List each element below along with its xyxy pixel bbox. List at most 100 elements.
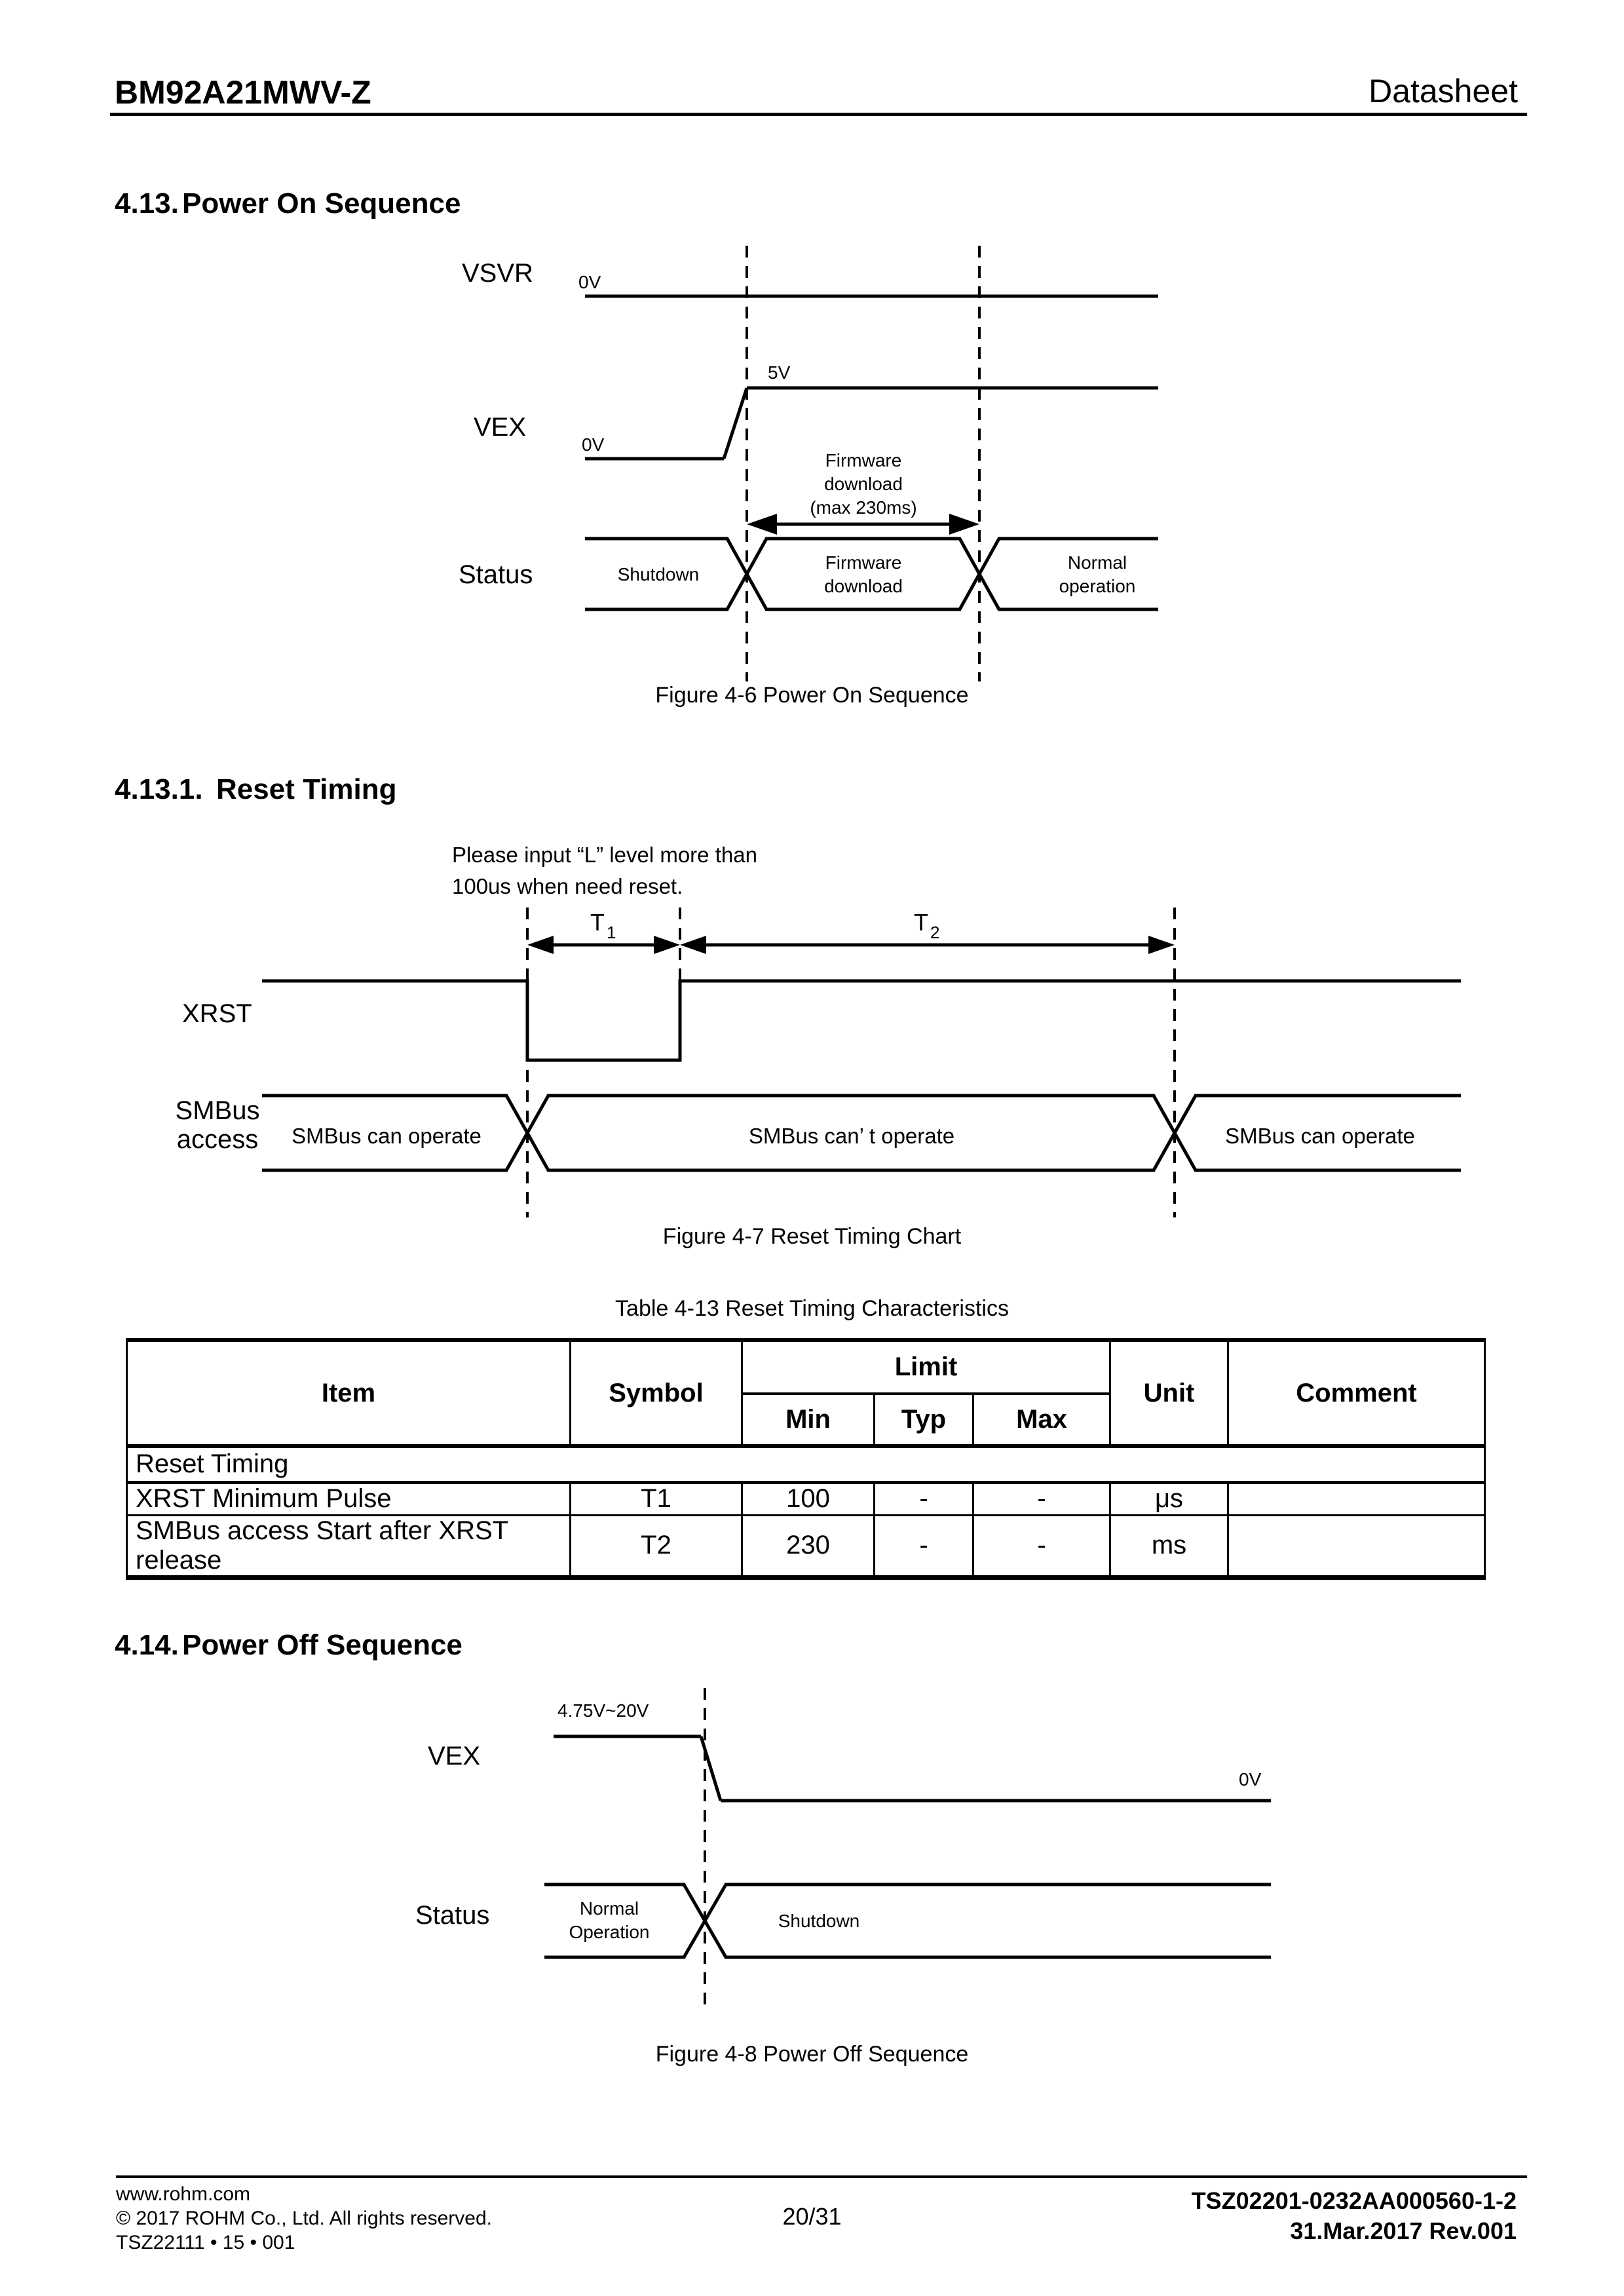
status-bus-line-b [544, 1883, 1271, 1959]
column-header-min: Min [741, 1392, 875, 1448]
smbus-bus-line-a [262, 1094, 1461, 1172]
smbus-segment-right: SMBus can operate [1225, 1124, 1415, 1148]
firmware-download-note-line2: download [824, 474, 903, 494]
cell-min: 100 [741, 1481, 875, 1516]
footer-copyright: © 2017 ROHM Co., Ltd. All rights reserve… [116, 2208, 492, 2229]
cell-symbol: T2 [569, 1514, 743, 1580]
column-header-typ: Typ [873, 1392, 974, 1448]
t1-subscript: 1 [607, 923, 616, 942]
vex-fall-line [699, 1736, 723, 1801]
firmware-download-note-line3: (max 230ms) [810, 497, 916, 518]
table-section-label: Reset Timing [125, 1445, 1486, 1484]
cell-symbol: T1 [569, 1481, 743, 1516]
footer-code: TSZ22111 • 15 • 001 [116, 2232, 295, 2253]
vex-0v-label: 0V [582, 434, 605, 455]
reset-note-line1: Please input “L” level more than [452, 843, 757, 867]
cell-item: XRST Minimum Pulse [126, 1481, 571, 1516]
figure-power-on-sequence: VSVR 0V 5V VEX 0V Firmware download (max… [459, 246, 1158, 681]
status-segment-normal-line1: Normal [1068, 552, 1127, 573]
arrowhead-left-icon [527, 936, 554, 954]
column-header-symbol: Symbol [569, 1338, 743, 1448]
figure-power-off-sequence: 4.75V~20V 0V VEX Status Normal Operation… [415, 1688, 1271, 2008]
document-type-label: Datasheet [1369, 73, 1518, 109]
cell-max: - [972, 1514, 1112, 1580]
arrowhead-right-icon [949, 514, 979, 535]
footer-rule [116, 2175, 1527, 2178]
reset-note: Please input “L” level more than 100us w… [452, 839, 757, 902]
cell-item: SMBus access Start after XRST release [126, 1514, 571, 1580]
page-title: BM92A21MWV-Z [115, 74, 371, 111]
section-title: Reset Timing [216, 773, 397, 805]
vex-5v-label: 5V [768, 362, 791, 383]
cell-min: 230 [741, 1514, 875, 1580]
footer-right-block: TSZ02201-0232AA000560-1-2 31.Mar.2017 Re… [1192, 2186, 1517, 2246]
column-header-item: Item [126, 1338, 571, 1448]
t2-subscript: 2 [930, 923, 939, 942]
reset-note-line2: 100us when need reset. [452, 874, 683, 898]
section-title: Power Off Sequence [182, 1629, 463, 1661]
section-number: 4.13.1. [115, 773, 203, 805]
vex-ramp-line [722, 387, 749, 459]
smbus-segment-left: SMBus can operate [292, 1124, 482, 1148]
t1-label: T [590, 909, 605, 936]
footer-website: www.rohm.com [116, 2183, 251, 2205]
status-segment-normal-line1: Normal [580, 1898, 639, 1919]
cell-comment [1227, 1514, 1486, 1580]
status-segment-firmware-line2: download [824, 576, 903, 596]
status-bus-line-b [585, 537, 1158, 611]
section-title: Power On Sequence [182, 187, 461, 220]
status-segment-shutdown: Shutdown [618, 564, 700, 584]
vex-signal-label: VEX [428, 1742, 480, 1770]
arrowhead-right-icon [1148, 936, 1175, 954]
arrowhead-left-icon [680, 936, 706, 954]
status-signal-label: Status [459, 560, 533, 589]
xrst-signal-label: XRST [182, 999, 252, 1028]
table-section-row: Reset Timing [125, 1445, 1486, 1484]
cell-max: - [972, 1481, 1112, 1516]
status-segment-shutdown: Shutdown [778, 1911, 860, 1931]
figure-4-6-caption: Figure 4-6 Power On Sequence [655, 683, 969, 708]
arrowhead-right-icon [654, 936, 680, 954]
column-header-max: Max [972, 1392, 1112, 1448]
table-row: XRST Minimum Pulse T1 100 - - μs [126, 1481, 1486, 1516]
vex-range-label: 4.75V~20V [557, 1700, 649, 1721]
firmware-download-note-line1: Firmware [825, 450, 902, 470]
smbus-bus-line-b [262, 1094, 1461, 1172]
t2-label: T [914, 909, 928, 936]
section-heading-power-off: 4.14.Power Off Sequence [115, 1629, 463, 1662]
section-number: 4.13. [115, 187, 179, 220]
figure-reset-timing: T 1 T 2 XRST SMBus access SMBus can oper… [176, 908, 1461, 1217]
vsvr-0v-label: 0V [578, 272, 601, 292]
page-number: 20/31 [782, 2203, 842, 2230]
smbus-signal-label-line2: access [177, 1125, 259, 1154]
status-bus-line-a [544, 1883, 1271, 1959]
section-number: 4.14. [115, 1629, 179, 1661]
status-signal-label: Status [415, 1901, 489, 1930]
cell-typ: - [873, 1481, 974, 1516]
cell-comment [1227, 1481, 1486, 1516]
table-4-13-title: Table 4-13 Reset Timing Characteristics [615, 1296, 1009, 1321]
vex-0v-label: 0V [1239, 1769, 1262, 1789]
vsvr-signal-label: VSVR [462, 259, 533, 288]
status-bus-line-a [585, 537, 1158, 611]
status-segment-normal-line2: operation [1059, 576, 1136, 596]
reset-timing-table: Item Symbol Limit Unit Comment Min Typ M… [125, 1338, 1486, 1580]
footer-revision: 31.Mar.2017 Rev.001 [1290, 2217, 1517, 2244]
cell-unit: ms [1109, 1514, 1230, 1580]
column-header-unit: Unit [1109, 1338, 1230, 1448]
footer-left-block: www.rohm.com © 2017 ROHM Co., Ltd. All r… [116, 2182, 492, 2255]
figure-4-8-caption: Figure 4-8 Power Off Sequence [655, 2042, 969, 2067]
column-header-limit: Limit [740, 1338, 1112, 1395]
footer-doc-number: TSZ02201-0232AA000560-1-2 [1191, 2187, 1517, 2214]
section-heading-reset-timing: 4.13.1. Reset Timing [115, 773, 396, 806]
cell-typ: - [873, 1514, 974, 1580]
smbus-signal-label-line1: SMBus [176, 1096, 260, 1125]
figure-4-7-caption: Figure 4-7 Reset Timing Chart [662, 1224, 962, 1249]
status-segment-normal-line2: Operation [569, 1922, 650, 1942]
cell-unit: μs [1109, 1481, 1230, 1516]
table-row: SMBus access Start after XRST release T2… [126, 1514, 1486, 1580]
arrowhead-left-icon [747, 514, 777, 535]
vex-signal-label: VEX [474, 413, 526, 442]
smbus-segment-middle: SMBus can’ t operate [749, 1124, 954, 1148]
